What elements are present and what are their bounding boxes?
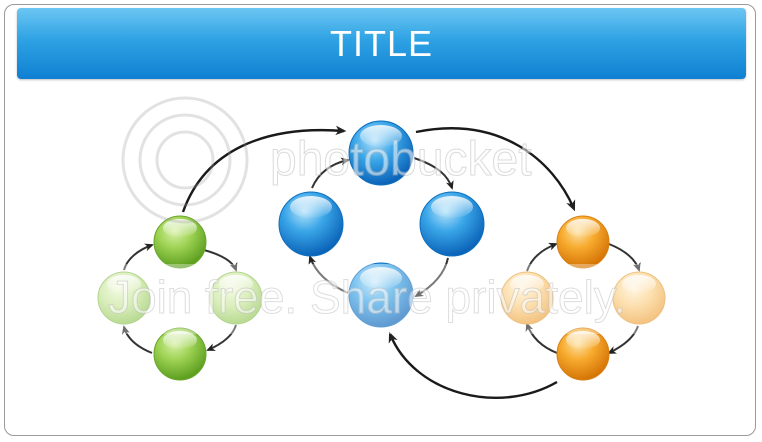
arrow-green-right-bottom: [206, 324, 237, 351]
arrow-blue-to-orange: [415, 127, 576, 212]
arrow-orange-bottom-left: [525, 322, 558, 354]
arrow-green-left-top: [123, 243, 154, 271]
arrow-blue-right-bottom: [414, 257, 449, 298]
title-bar: TITLE: [17, 8, 746, 79]
arrow-blue-bottom-left: [308, 255, 349, 294]
arrow-green-bottom-left: [121, 325, 153, 354]
green-cycle: [97, 215, 263, 381]
arrow-orange-to-blue: [388, 331, 558, 399]
blue-cycle: [278, 120, 485, 328]
orange-cycle: [500, 215, 666, 381]
page-title: TITLE: [329, 22, 433, 64]
arrow-blue-left-top: [311, 157, 350, 189]
arrow-orange-top-right: [608, 243, 641, 272]
arrow-orange-left-top: [526, 242, 558, 272]
arrow-blue-top-right: [413, 157, 454, 190]
arrow-green-to-blue: [181, 125, 347, 213]
arrow-orange-right-bottom: [607, 325, 639, 354]
arrow-green-top-right: [203, 249, 238, 272]
